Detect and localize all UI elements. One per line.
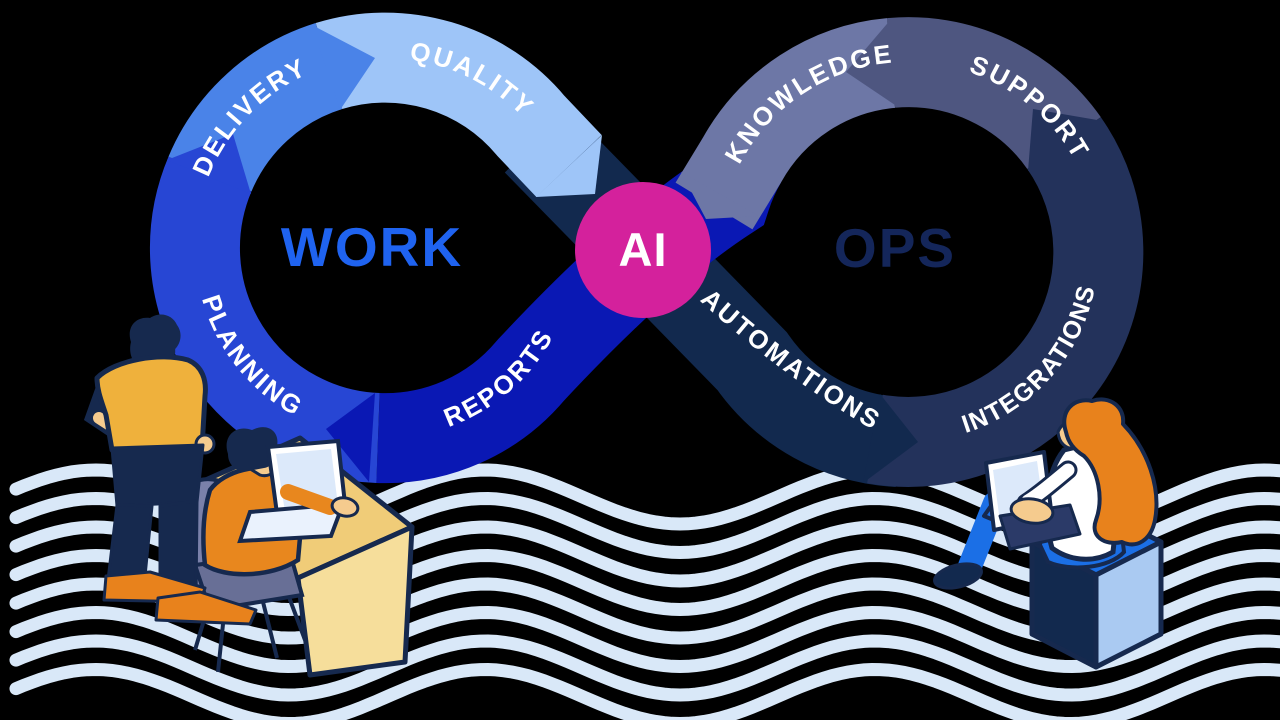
- ai-label: AI: [619, 223, 668, 276]
- segment-integrations-band: [867, 117, 1144, 487]
- standing-person-illustration: [83, 314, 258, 626]
- wave-line: [9, 662, 1280, 720]
- chevron-integrations-to-support: [1028, 109, 1103, 171]
- ai-badge: [575, 182, 711, 318]
- sitting-person-hair: [226, 427, 279, 472]
- infinity-loop: DELIVERY QUALITY PLANNING REPORTS KNOWLE…: [149, 12, 1144, 487]
- standing-person-shirt: [94, 354, 208, 460]
- flow-chevrons: [167, 18, 1103, 483]
- chevron-support-to-knowledge: [846, 18, 898, 107]
- left-team-illustration: [83, 314, 415, 678]
- woman-shoe: [933, 562, 983, 590]
- standing-person-hips: [110, 443, 205, 508]
- desk-front-panel: [295, 524, 415, 678]
- cube-right-face: [1093, 539, 1164, 670]
- ops-loop-title: OPS: [834, 217, 956, 279]
- chevron-quality-to-automations: [536, 135, 602, 197]
- chevron-planning-to-delivery: [167, 134, 251, 194]
- chevron-knowledge-to-reports: [681, 172, 759, 219]
- standing-person-right-shoe: [154, 590, 258, 626]
- chevron-automations-to-integrations: [863, 394, 918, 483]
- chair-leg: [260, 597, 279, 659]
- work-loop-title: WORK: [281, 216, 463, 278]
- wave-line: [9, 634, 1280, 702]
- sitting-person-arm: [280, 484, 338, 515]
- segment-planning-band: [149, 156, 381, 483]
- woman-hands: [1009, 497, 1055, 525]
- chevron-reports-to-planning: [326, 393, 375, 482]
- sitting-person-hand: [330, 496, 360, 518]
- woman-hair: [1062, 397, 1159, 547]
- wave-line: [9, 605, 1280, 674]
- chevron-delivery-to-quality: [312, 25, 375, 110]
- woman-illustration: [933, 397, 1164, 670]
